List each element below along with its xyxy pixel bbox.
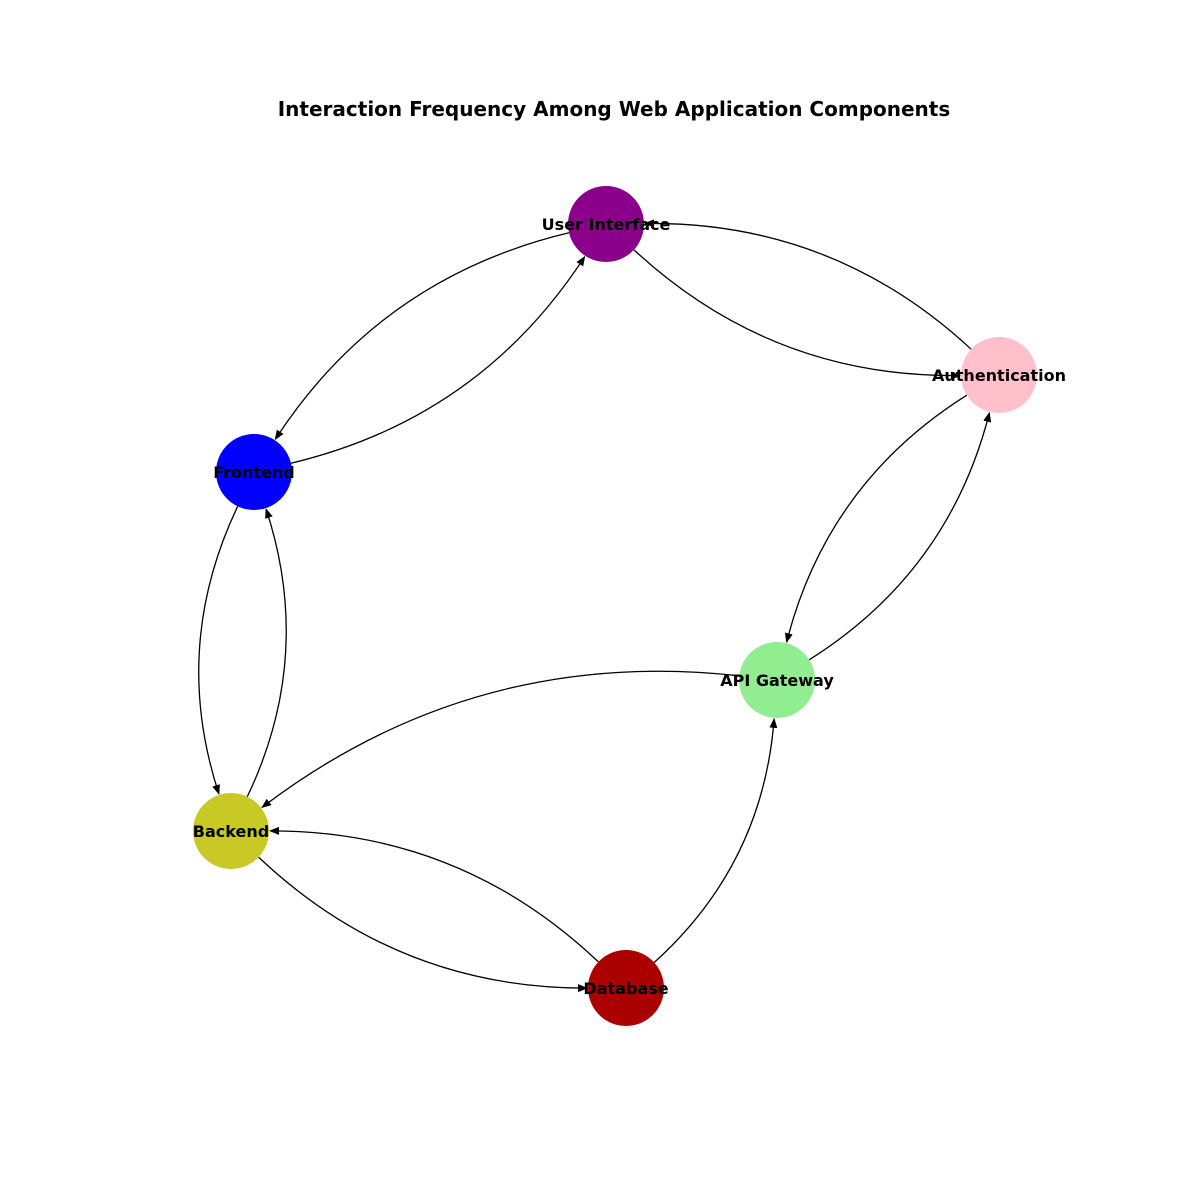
node-backend: Backend: [193, 793, 269, 869]
edge-api-gateway-to-authentication: [808, 411, 992, 661]
node-authentication: Authentication: [932, 337, 1066, 413]
node-label-api-gateway: API Gateway: [720, 671, 834, 690]
edge-api-gateway-to-backend: [261, 670, 740, 809]
node-circle-database: [588, 950, 664, 1026]
node-circle-frontend: [216, 434, 292, 510]
node-frontend: Frontend: [213, 434, 295, 510]
node-circle-backend: [193, 793, 269, 869]
edge-user-interface-to-frontend: [274, 232, 570, 441]
node-circle-user-interface: [568, 186, 644, 262]
node-label-user-interface: User Interface: [542, 215, 671, 234]
edge-database-to-api-gateway: [653, 717, 778, 963]
edge-backend-to-database: [258, 856, 588, 993]
node-label-backend: Backend: [193, 822, 269, 841]
node-api-gateway: API Gateway: [720, 642, 834, 718]
diagram-title: Interaction Frequency Among Web Applicat…: [278, 97, 951, 121]
edge-frontend-to-backend: [198, 506, 239, 795]
node-label-database: Database: [583, 979, 668, 998]
node-circle-api-gateway: [739, 642, 815, 718]
node-circle-authentication: [961, 337, 1037, 413]
edge-user-interface-to-authentication: [633, 249, 961, 380]
edge-authentication-to-api-gateway: [784, 394, 968, 644]
node-label-frontend: Frontend: [213, 463, 295, 482]
nodes-layer: User InterfaceAuthenticationFrontendAPI …: [193, 186, 1066, 1026]
node-database: Database: [583, 950, 669, 1026]
edge-frontend-to-user-interface: [290, 255, 586, 464]
edges-layer: [198, 219, 992, 993]
edge-authentication-to-user-interface: [644, 219, 972, 350]
edge-backend-to-frontend: [246, 508, 287, 797]
node-user-interface: User Interface: [542, 186, 671, 262]
edge-database-to-backend: [269, 826, 599, 963]
node-label-authentication: Authentication: [932, 366, 1066, 385]
